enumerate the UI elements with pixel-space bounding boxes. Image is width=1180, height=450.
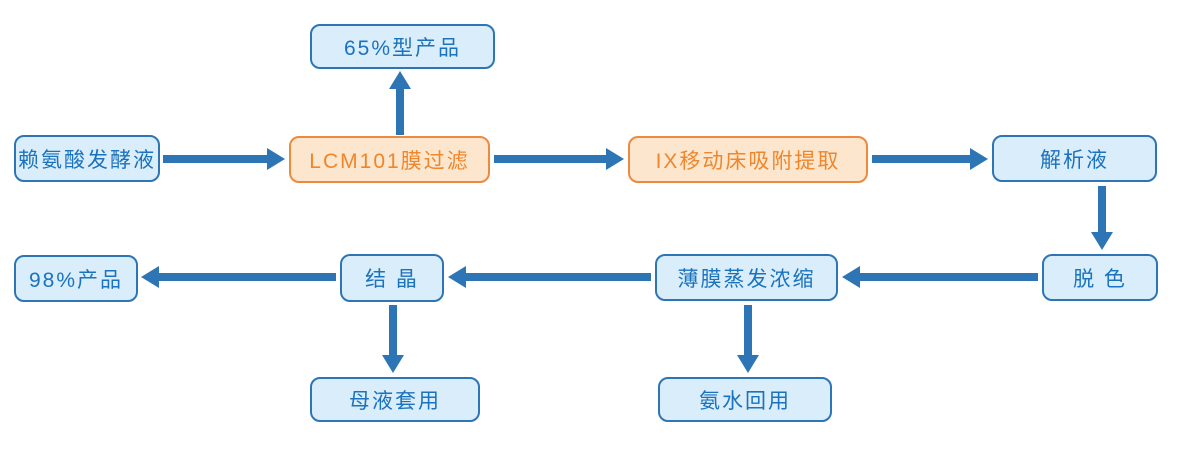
arrow-lcm101-to-65-product-icon [389,71,411,135]
arrow-decolorization-to-evaporation-icon [842,266,1038,288]
arrow-lcm101-to-ix-icon [494,148,624,170]
arrow-shaft [396,87,404,135]
arrow-shaft [494,155,608,163]
arrow-head [970,148,988,170]
arrow-evaporation-to-crystallization-icon [448,266,651,288]
arrow-head [382,355,404,373]
node-thin-film-evaporation: 薄膜蒸发浓缩 [655,254,838,301]
arrow-shaft [163,155,269,163]
arrow-crystallization-to-mother-liquor-icon [382,305,404,373]
node-lcm101-membrane-filtration: LCM101膜过滤 [289,136,490,183]
arrow-head [1091,232,1113,250]
arrow-shaft [157,273,336,281]
arrow-shaft [464,273,651,281]
arrow-crystallization-to-98-product-icon [141,266,336,288]
arrow-shaft [872,155,972,163]
node-decolorization: 脱 色 [1042,254,1158,301]
arrow-evaporation-to-ammonia-icon [737,305,759,373]
arrow-head [389,71,411,89]
arrow-shaft [389,305,397,357]
arrow-head [737,355,759,373]
arrow-desorption-to-decolorization-icon [1091,186,1113,250]
arrow-head [448,266,466,288]
node-mother-liquor-reuse: 母液套用 [310,377,480,422]
node-98-percent-product: 98%产品 [14,255,138,302]
arrow-head [267,148,285,170]
arrow-shaft [1098,186,1106,234]
arrow-shaft [858,273,1038,281]
arrow-head [842,266,860,288]
node-65-percent-product: 65%型产品 [310,24,495,69]
node-ix-moving-bed-adsorption: IX移动床吸附提取 [628,136,868,183]
node-crystallization: 结 晶 [340,254,444,302]
arrow-head [141,266,159,288]
node-desorption-liquid: 解析液 [992,135,1157,182]
arrow-shaft [744,305,752,357]
arrow-ix-to-desorption-icon [872,148,988,170]
node-lysine-fermentation-broth: 赖氨酸发酵液 [14,135,160,182]
arrow-fermentation-to-lcm101-icon [163,148,285,170]
node-ammonia-water-recycle: 氨水回用 [658,377,832,422]
arrow-head [606,148,624,170]
